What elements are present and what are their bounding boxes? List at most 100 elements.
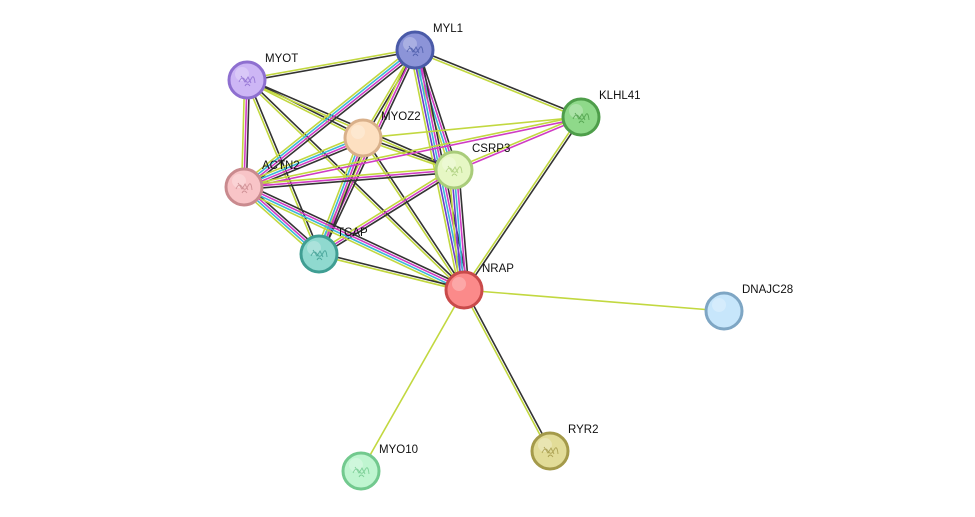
edge-evidence-textmining <box>462 289 550 453</box>
edge-evidence-databases <box>453 169 465 291</box>
edge-evidence-textmining <box>413 50 582 119</box>
node-myl1[interactable]: MYL1 <box>395 23 463 70</box>
node-dnajc28[interactable]: DNAJC28 <box>704 284 793 331</box>
edge-evidence-textmining <box>410 50 452 172</box>
edge-evidence-textmining <box>452 115 582 170</box>
node-label: DNAJC28 <box>742 284 793 296</box>
edge-evidence-coexpression <box>243 171 455 191</box>
node-csrp3[interactable]: CSRP3 <box>434 143 510 190</box>
edge-myot-myoz2[interactable] <box>245 78 365 140</box>
edge-evidence-textmining <box>463 289 725 312</box>
edge-csrp3-nrap[interactable] <box>448 168 470 292</box>
edge-myl1-actn2[interactable] <box>240 46 419 191</box>
edge-tcap-nrap[interactable] <box>317 252 466 292</box>
edge-nrap-dnajc28[interactable] <box>463 289 725 312</box>
edge-evidence-coexpression <box>363 136 466 291</box>
edge-evidence-experiments <box>453 117 583 172</box>
node-nrap[interactable]: NRAP <box>444 263 514 310</box>
node-label: MYL1 <box>433 23 463 35</box>
edge-csrp3-actn2[interactable] <box>243 166 455 191</box>
node-myoz2[interactable]: MYOZ2 <box>343 111 421 158</box>
edge-nrap-ryr2[interactable] <box>462 288 552 453</box>
protein-structure-icon <box>406 45 424 57</box>
edge-evidence-experiments <box>243 117 583 189</box>
edge-evidence-coexpression <box>245 52 419 191</box>
node-label: MYOZ2 <box>381 111 421 123</box>
node-circle[interactable] <box>434 150 474 190</box>
node-actn2[interactable]: ACTN2 <box>224 160 300 207</box>
edge-klhl41-csrp3[interactable] <box>452 115 583 172</box>
node-circle[interactable] <box>444 270 484 310</box>
edge-evidence-experiments <box>243 138 365 189</box>
edge-evidence-textmining <box>240 46 414 185</box>
node-circle[interactable] <box>224 167 264 207</box>
node-circle[interactable] <box>704 291 744 331</box>
edge-evidence-coexpression <box>246 50 417 82</box>
node-highlight <box>349 458 363 472</box>
edge-evidence-textmining <box>317 254 465 292</box>
node-circle[interactable] <box>341 451 381 491</box>
node-tcap[interactable]: TCAP <box>299 227 368 274</box>
edge-evidence-coexpression <box>464 116 583 292</box>
node-circle[interactable] <box>530 431 570 471</box>
node-label: NRAP <box>482 263 514 275</box>
edge-klhl41-actn2[interactable] <box>242 115 583 189</box>
edge-evidence-textmining <box>245 48 416 80</box>
protein-structure-icon <box>352 466 370 478</box>
edge-evidence-databases <box>242 136 364 187</box>
edge-myl1-csrp3[interactable] <box>410 48 459 172</box>
edge-evidence-homology <box>450 169 463 291</box>
node-highlight <box>452 277 466 291</box>
edge-evidence-textmining <box>448 169 461 292</box>
node-highlight <box>569 104 583 118</box>
edge-evidence-coexpression <box>318 252 466 290</box>
node-highlight <box>538 438 552 452</box>
node-circle[interactable] <box>343 118 383 158</box>
edge-evidence-textmining <box>316 167 454 253</box>
edge-evidence-databases <box>242 187 465 292</box>
edge-evidence-coexpression <box>417 48 459 170</box>
protein-structure-icon <box>310 249 328 261</box>
edge-evidence-experiments <box>243 185 466 290</box>
edge-csrp3-tcap[interactable] <box>316 167 457 257</box>
edge-klhl41-nrap[interactable] <box>462 115 583 292</box>
edge-evidence-experiments <box>455 169 468 291</box>
protein-structure-icon <box>541 446 559 458</box>
edge-myl1-klhl41[interactable] <box>413 48 583 119</box>
edge-myoz2-tcap[interactable] <box>314 135 368 257</box>
edge-evidence-textmining <box>362 116 582 139</box>
edge-myot-myl1[interactable] <box>245 48 417 82</box>
node-klhl41[interactable]: KLHL41 <box>561 90 641 137</box>
edge-evidence-experiments <box>415 48 456 171</box>
node-myot[interactable]: MYOT <box>227 53 298 100</box>
node-label: ACTN2 <box>262 160 300 172</box>
node-label: CSRP3 <box>472 143 510 155</box>
node-circle[interactable] <box>561 97 601 137</box>
edge-evidence-experiments <box>318 169 455 255</box>
edge-actn2-nrap[interactable] <box>241 182 467 295</box>
protein-structure-icon <box>235 182 253 194</box>
node-ryr2[interactable]: RYR2 <box>530 424 598 471</box>
node-label: RYR2 <box>568 424 598 436</box>
edge-myoz2-nrap[interactable] <box>361 136 466 292</box>
edge-evidence-coexpression <box>457 168 470 291</box>
node-highlight <box>351 125 365 139</box>
edge-evidence-experiments <box>319 137 365 256</box>
edge-evidence-textmining <box>361 137 464 292</box>
edge-evidence-textmining <box>360 289 465 472</box>
node-myo10[interactable]: MYO10 <box>341 444 418 491</box>
node-circle[interactable] <box>299 234 339 274</box>
node-label: KLHL41 <box>599 90 641 102</box>
protein-structure-icon <box>238 75 256 87</box>
edge-myot-nrap[interactable] <box>245 78 466 292</box>
edge-evidence-textmining <box>241 133 363 185</box>
node-label: TCAP <box>337 227 368 239</box>
edges-layer <box>240 46 725 472</box>
edge-nrap-myo10[interactable] <box>360 289 465 472</box>
edge-myoz2-klhl41[interactable] <box>362 116 582 139</box>
node-circle[interactable] <box>395 30 435 70</box>
node-circle[interactable] <box>227 60 267 100</box>
node-highlight <box>442 157 456 171</box>
edge-evidence-textmining <box>462 115 581 291</box>
